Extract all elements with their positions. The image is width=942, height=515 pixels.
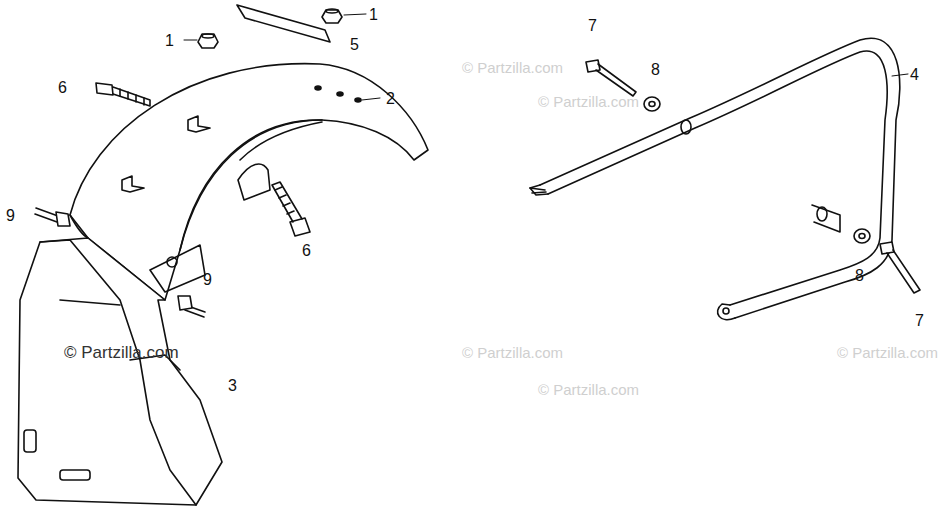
watermark: © Partzilla.com: [462, 60, 563, 75]
callout-number: 5: [350, 37, 359, 53]
callout-number: 1: [369, 7, 378, 23]
callout-number: 8: [855, 268, 864, 284]
callout-number: 6: [302, 243, 311, 259]
watermark: © Partzilla.com: [837, 345, 938, 360]
callout-number: 1: [165, 33, 174, 49]
watermark: © Partzilla.com: [538, 382, 639, 397]
watermark: © Partzilla.com: [538, 94, 639, 109]
watermark: © Partzilla.com: [462, 345, 563, 360]
callout-number: 7: [588, 18, 597, 34]
callout-number: 9: [203, 272, 212, 288]
callout-number: 6: [58, 80, 67, 96]
callout-number: 9: [6, 208, 15, 224]
callout-number: 8: [651, 62, 660, 78]
callout-number: 3: [228, 378, 237, 394]
callout-number: 7: [915, 313, 924, 329]
watermark: © Partzilla.com: [64, 344, 179, 361]
callout-number: 4: [910, 67, 919, 83]
callout-number: 2: [386, 91, 395, 107]
